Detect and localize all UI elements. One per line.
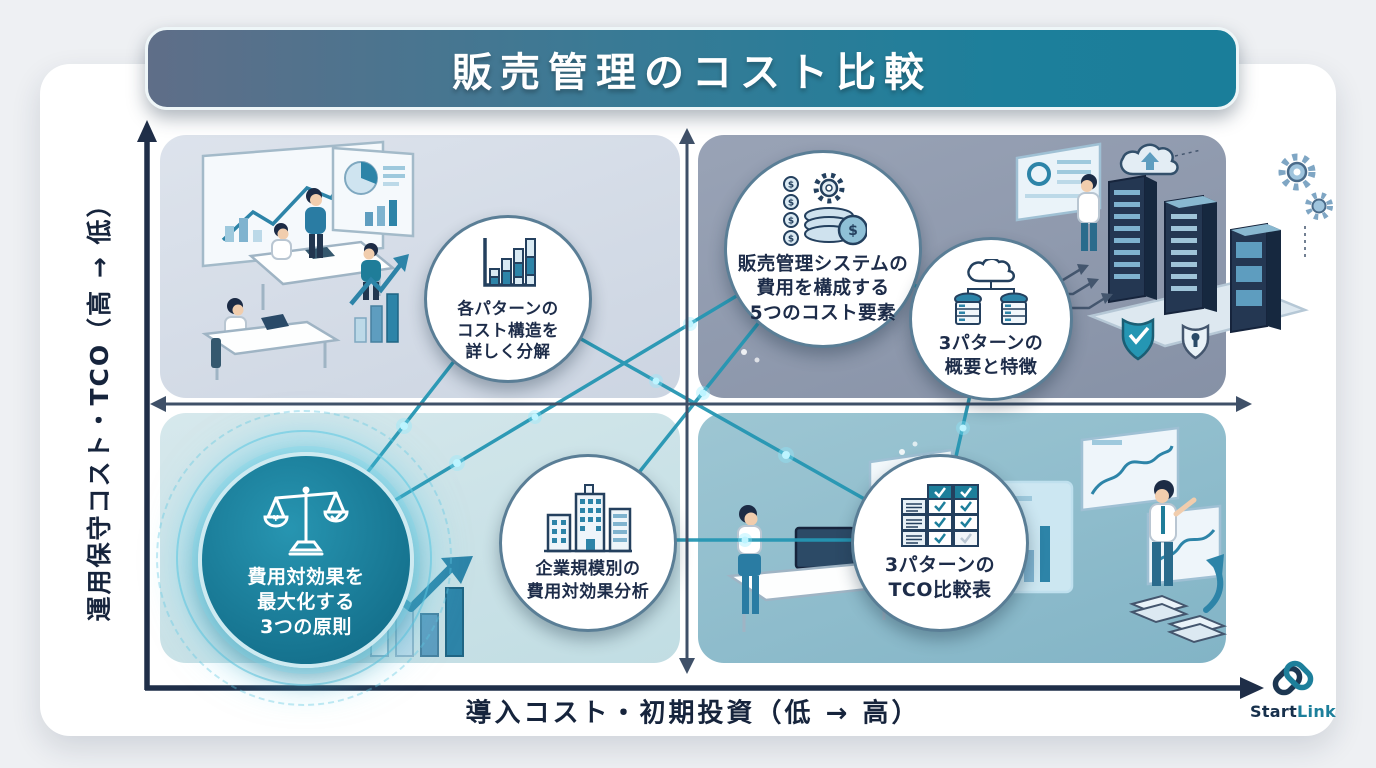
svg-text:¥: ¥ — [273, 514, 279, 523]
engineer-figure — [1077, 174, 1100, 251]
startlink-logo-icon — [1272, 660, 1314, 696]
node-label: 販売管理システムの 費用を構成する 5つのコスト要素 — [737, 254, 909, 324]
node-cost-elements: $ $ $ $ $ 販売管理システムの 費用を構成する 5つのコスト要素 — [724, 150, 922, 348]
gear-icons — [1278, 153, 1333, 260]
office-buildings-icon — [544, 484, 632, 553]
node-label: 3パターンの TCO比較表 — [884, 553, 996, 601]
node-label: 費用対効果を 最大化する 3つの原則 — [247, 566, 365, 638]
y-axis-label: 運用保守コスト・TCO（高 → 低） — [85, 190, 114, 622]
brand-name: StartLink — [1250, 702, 1336, 721]
server-tower-1 — [1108, 174, 1157, 304]
server-tower-2 — [1164, 194, 1217, 316]
node-company-size: 企業規模別の 費用対効果分析 — [499, 454, 677, 632]
brand-name-link: Link — [1297, 702, 1336, 721]
node-cost-structure: 各パターンの コスト構造を 詳しく分解 — [424, 215, 592, 383]
desk-worker-figure — [201, 298, 341, 380]
document-stacks — [1128, 554, 1228, 644]
cloud-servers-icon — [954, 259, 1028, 326]
node-patterns-overview: 3パターンの 概要と特徴 — [909, 237, 1073, 401]
server-room-illustration — [1015, 142, 1333, 361]
security-shields — [1121, 317, 1210, 361]
svg-text:$: $ — [788, 217, 794, 227]
seated-person-left — [271, 223, 292, 260]
presenter-figure-right — [1149, 480, 1197, 586]
brand-logo: StartLink — [1243, 655, 1343, 721]
svg-text:$: $ — [788, 181, 794, 191]
checklist-table-icon — [901, 483, 979, 547]
node-tco-table: 3パターンの TCO比較表 — [851, 454, 1029, 632]
brand-name-start: Start — [1250, 702, 1298, 721]
node-label: 3パターンの 概要と特徴 — [938, 333, 1044, 378]
server-tower-3 — [1230, 222, 1281, 334]
office-meeting-illustration — [201, 140, 415, 380]
svg-text:$: $ — [788, 235, 794, 245]
title-bar: 販売管理のコスト比較 — [145, 27, 1239, 110]
page-title: 販売管理のコスト比較 — [452, 49, 932, 96]
svg-text:$: $ — [848, 223, 858, 239]
svg-text:$: $ — [788, 199, 794, 209]
x-axis-label: 導入コスト・初期投資（低 → 高） — [465, 698, 921, 729]
cloud-upload — [1119, 143, 1202, 176]
analyst-figure — [737, 505, 762, 614]
pie-chart-board — [331, 146, 415, 238]
node-principles: ¥ 費用対効果を 最大化する 3つの原則 — [198, 452, 414, 668]
node-label: 企業規模別の 費用対効果分析 — [526, 559, 650, 602]
stacked-bar-chart-icon — [483, 238, 536, 288]
node-label: 各パターンの コスト構造を 詳しく分解 — [457, 299, 559, 362]
line-chart-panel — [1080, 426, 1180, 512]
coins-gear-icon: $ $ $ $ $ — [783, 172, 867, 247]
balance-scale-icon: ¥ — [263, 486, 349, 556]
